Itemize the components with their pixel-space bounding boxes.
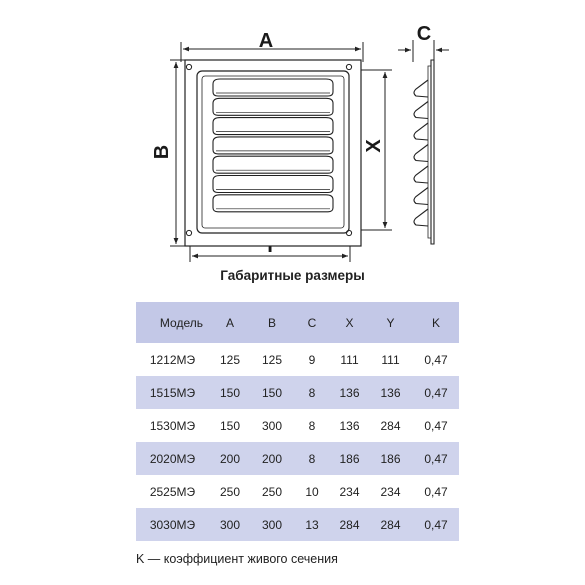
table-cell: 0,47 [424,418,448,433]
table-cell: 125 [219,352,241,367]
table-cell: 0,47 [424,517,448,532]
table-cell: 186 [339,451,360,466]
table-cell: 200 [219,451,241,466]
table-cell: 9 [308,352,316,367]
table-cell: 200 [261,451,283,466]
dimension-x-label: X [363,139,385,153]
dimension-a-label: A [259,30,273,52]
table-cell: 186 [380,451,401,466]
side-fin [413,187,429,206]
grille-front-view [184,59,362,247]
table-cell: 136 [339,385,360,400]
side-fin [413,165,429,184]
table-cell: 111 [381,352,400,367]
dimension-b: B [151,59,185,247]
side-fin [413,144,429,163]
table-cell: 150 [261,385,283,400]
dimension-c: C [398,23,449,62]
column-header: B [267,315,276,330]
grille-side-view [413,59,435,245]
table-header-row: Модель A B C X Y K [136,302,459,343]
column-header: A [225,315,234,330]
louver-blade [212,155,334,174]
table-cell: 3030МЭ [149,517,196,532]
table-cell: 284 [339,517,360,532]
dimension-c-label: C [417,23,431,45]
side-fin [413,208,429,227]
table-cell: 2525МЭ [149,484,196,499]
table-cell: 13 [305,517,319,532]
side-fin [413,79,429,98]
table-cell: 0,47 [424,484,448,499]
table-cell: 0,47 [424,451,448,466]
table-cell: 125 [261,352,283,367]
mounting-hole [345,229,353,237]
table-row: 2020МЭ 200 200 8 186 186 0,47 [136,442,459,475]
table-cell: 8 [308,451,316,466]
mounting-hole [185,63,193,71]
table-row: 1212МЭ 125 125 9 111 111 0,47 [136,343,459,376]
table-cell: 136 [380,385,401,400]
louver-blade [212,117,334,136]
table-cell: 300 [219,517,241,532]
table-cell: 1212МЭ [149,352,196,367]
dimension-b-label: B [151,145,173,159]
mounting-hole [345,63,353,71]
mounting-hole [185,229,193,237]
table-cell: 111 [340,352,359,367]
louver-blade [212,136,334,155]
table-cell: 8 [308,418,316,433]
dimension-a: A [180,30,364,62]
column-header: K [431,315,440,330]
table-cell: 250 [261,484,283,499]
section-title: Габаритные размеры [220,268,365,283]
table-cell: 150 [219,385,241,400]
table-cell: 300 [261,517,283,532]
table-cell: 150 [219,418,241,433]
side-fin [413,101,429,120]
louver-blade [212,97,334,116]
table-cell: 8 [308,385,316,400]
footnote: K — коэффициент живого сечения [136,552,338,566]
table-row: 1530МЭ 150 300 8 136 284 0,47 [136,409,459,442]
table-cell: 234 [380,484,401,499]
side-fin [413,122,429,141]
table-row: 1515МЭ 150 150 8 136 136 0,47 [136,376,459,409]
table-cell: 0,47 [424,385,448,400]
table-cell: 136 [339,418,360,433]
table-cell: 300 [261,418,283,433]
column-header: Модель [159,315,203,330]
table-cell: 250 [219,484,241,499]
louver-blade [212,194,334,213]
table-cell: 2020МЭ [149,451,196,466]
grille-technical-drawing: A B X Y C [151,23,449,262]
column-header: Y [386,315,395,330]
table-cell: 10 [305,484,319,499]
column-header: C [307,315,317,330]
table-row: 2525МЭ 250 250 10 234 234 0,47 [136,475,459,508]
table-cell: 0,47 [424,352,448,367]
column-header: X [345,315,354,330]
louver-blade [212,174,334,194]
table-cell: 234 [339,484,360,499]
louver-blade [212,78,334,97]
table-cell: 284 [380,418,401,433]
table-row: 3030МЭ 300 300 13 284 284 0,47 [136,508,459,541]
table-cell: 1515МЭ [149,385,196,400]
table-cell: 284 [380,517,401,532]
table-cell: 1530МЭ [149,418,196,433]
